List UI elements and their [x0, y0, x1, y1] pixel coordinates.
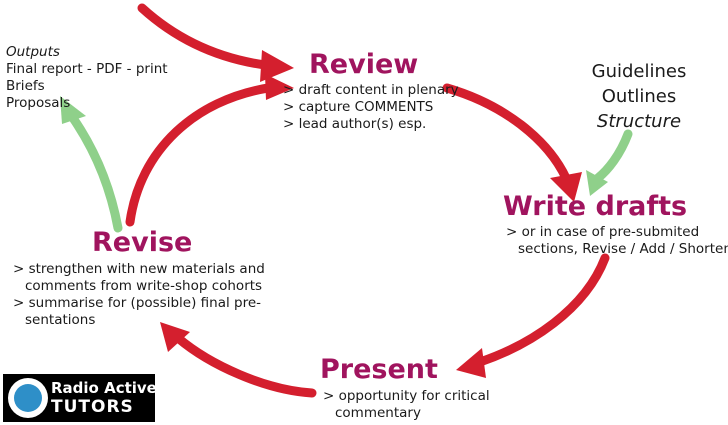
arrowhead-review-to-write: [550, 172, 582, 202]
arrow-review-to-write: [442, 83, 571, 183]
guides-item: Outlines: [601, 86, 677, 107]
outputs-item: Proposals: [6, 95, 71, 111]
note-line: comments from write-shop cohorts: [25, 278, 263, 294]
stage-notes-revise: > strengthen with new materials and comm…: [13, 261, 265, 329]
outputs-block: Outputs Final report - PDF - print Brief…: [6, 44, 168, 112]
note-line: commentary: [335, 405, 421, 421]
arrow-present-to-revise: [173, 333, 317, 398]
green-arrow-to-outputs: [68, 113, 123, 233]
green-arrowhead-to-write: [586, 170, 608, 196]
stage-notes-write: > or in case of pre-submited sections, R…: [506, 224, 728, 258]
arrowhead-into-review: [260, 50, 294, 82]
guides-block: Guidelines Outlines Structure: [566, 59, 712, 134]
note-line: > or in case of pre-submited: [506, 224, 700, 240]
arrowhead-write-to-present: [456, 348, 486, 378]
note-line: sections, Revise / Add / Shorten!: [518, 241, 728, 257]
note-line: > lead author(s) esp.: [283, 116, 427, 132]
note-line: > summarise for (possible) final pre-: [13, 295, 262, 311]
stage-notes-present: > opportunity for critical commentary: [323, 388, 490, 422]
logo-seal-icon: [8, 378, 48, 418]
arrow-write-to-present: [475, 253, 610, 367]
outputs-item: Final report - PDF - print: [6, 61, 168, 77]
stage-title-revise: Revise: [92, 227, 193, 258]
outputs-title: Outputs: [6, 44, 60, 60]
radio-active-tutors-logo: Radio Active TUTORS: [3, 374, 157, 422]
stage-notes-review: > draft content in plenary > capture COM…: [283, 82, 459, 133]
green-arrow-to-write: [593, 129, 633, 183]
note-line: > draft content in plenary: [283, 82, 459, 98]
outputs-item: Briefs: [6, 78, 45, 94]
note-line: > opportunity for critical: [323, 388, 490, 404]
note-line: > capture COMMENTS: [283, 99, 434, 115]
stage-title-review: Review: [309, 49, 419, 80]
guides-item: Structure: [596, 111, 682, 132]
arrowhead-revise-to-review: [265, 74, 294, 100]
stage-title-present: Present: [320, 354, 438, 385]
arrow-revise-to-review: [125, 83, 273, 227]
stage-title-write: Write drafts: [503, 191, 688, 222]
logo-line1: Radio Active: [51, 379, 157, 397]
note-line: sentations: [25, 312, 96, 328]
note-line: > strengthen with new materials and: [13, 261, 265, 277]
green-arrowhead-to-outputs: [60, 96, 86, 124]
arrowhead-present-to-revise: [160, 322, 190, 352]
guides-item: Guidelines: [591, 61, 687, 82]
logo-line2: TUTORS: [51, 397, 134, 417]
arrow-into-review: [137, 3, 270, 70]
